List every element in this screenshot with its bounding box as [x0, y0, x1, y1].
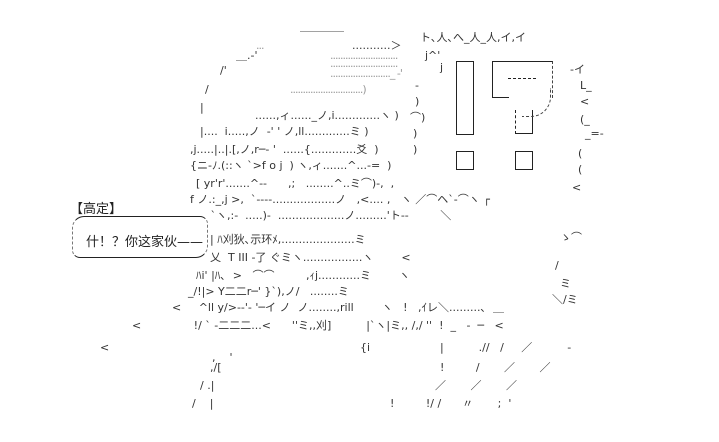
ascii-art-line: /': [220, 64, 227, 77]
ascii-art-line: / .|: [200, 379, 215, 392]
burst-border-line: ゝ⌒: [560, 231, 582, 244]
burst-border-line: j: [440, 61, 444, 74]
ascii-art-line: ...........＞: [352, 39, 402, 52]
burst-border-line: (: [578, 147, 583, 160]
speaker-name: 【高定】: [70, 202, 123, 217]
question-mark-curve: [522, 88, 551, 117]
ascii-art-line: ...: [256, 39, 264, 52]
ascii-art-line: ! / ／ ／: [440, 361, 551, 374]
question-mark-top: [492, 61, 553, 98]
ascii-art-line: ......,ィ......_ノ,i.............ヽ ): [255, 109, 399, 122]
ascii-art-line: ,j.....|..|.[,ノ,r─‐ ' ......{...........…: [190, 143, 379, 156]
burst-border-line: <: [580, 95, 590, 108]
burst-border-line: (_: [580, 113, 590, 126]
burst-border-line: <: [572, 181, 582, 194]
burst-border-line: ): [415, 95, 420, 108]
ascii-art-line: ,/[: [210, 361, 222, 374]
burst-border-line: ＼/ミ: [552, 293, 578, 306]
burst-border-line: /: [555, 259, 559, 272]
ascii-art-line: ! !/ / 〃 ; ': [390, 397, 512, 410]
ascii-art-line: , ': [212, 351, 233, 364]
ascii-art-line: ＿.-': [236, 49, 258, 62]
speech-bubble: [72, 216, 208, 258]
ascii-art-line: {ニ-ﾉ.(::ヽ `>f o j ) ヽ,ィ.......^...-= ): [190, 159, 392, 172]
burst-border-line: _=-: [585, 127, 604, 140]
ascii-art-line: ........................_ -': [330, 67, 403, 80]
speech-text: 什！？你这家伙——: [86, 235, 204, 250]
burst-border-line: ): [413, 143, 418, 156]
ascii-art-line: / |: [192, 397, 214, 410]
ascii-art-line: |: [200, 101, 204, 114]
question-mark-stem: [515, 110, 533, 134]
ascii-art-line: _/!|> Y二二r─' }`),ノ/ ........ミ: [188, 285, 349, 298]
burst-border-line: -: [415, 79, 419, 92]
ascii-art-line: ／ ／ ／: [435, 379, 517, 392]
question-mark-inner-top: [508, 78, 536, 79]
ascii-art-line: 乂 T III ‐了 ぐミヽ.................ヽ <: [210, 251, 411, 264]
burst-border-line: ⌒): [410, 111, 426, 124]
ascii-art-line: /: [205, 83, 209, 96]
ascii-art-line: <: [100, 341, 110, 354]
ascii-art-line: | .// / ／ ‐: [440, 341, 572, 354]
ascii-art-line: [ yr'r'.......^-‐ ,; ........^..ミ⌒)‐, ,: [196, 177, 395, 190]
burst-border-line: ‐イ: [570, 63, 585, 76]
ascii-art-line: `ヽ,:- .....)‐ ...................ノ......…: [200, 209, 452, 222]
question-mark-dot: [515, 151, 533, 170]
ascii-art-line: f ノ.:_,j >, `‐‐‐‐..................ノ ,<.…: [190, 193, 490, 206]
burst-border-line: ): [413, 127, 418, 140]
ascii-art-line: | ﾊ刈狄､示环ﾒ,.....................ミ: [210, 233, 366, 246]
burst-border-line: (: [578, 163, 583, 176]
ascii-art-line: ...........................: [330, 49, 398, 62]
ascii-art-line: < ^ll y/>-‐'‐ '─イ ノ ノ........,rill ヽ ! ,…: [172, 301, 505, 314]
burst-border-line: ミ: [560, 277, 571, 290]
ascii-art-line: < !/ ` ‐二二二...< ''ミ,,刈] |`ヽ|ミ,, /,/ '' !…: [132, 319, 504, 332]
ascii-art-line: ￣￣￣￣: [300, 31, 344, 44]
ascii-art-line: ...........................: [330, 57, 398, 70]
burst-border-line: L_: [580, 79, 592, 92]
ascii-art-line: ﾊi' |ﾊ､ > ⌒⌒ ,ｨj............ミ ヽ: [196, 269, 410, 282]
question-mark-inner: [492, 61, 509, 98]
exclamation-mark-dot: [456, 151, 474, 170]
ascii-art-line: .............................): [290, 83, 367, 96]
ascii-art-line: j^': [425, 49, 441, 62]
ascii-art-line: |.... i.....,ノ -' ' ノ,ll.............ミ ): [200, 125, 369, 138]
ascii-art-line: ト､人､へ_人_人,イ,イ: [420, 31, 526, 44]
ascii-art-line: {i: [360, 341, 371, 354]
exclamation-mark-bar: [456, 61, 474, 135]
